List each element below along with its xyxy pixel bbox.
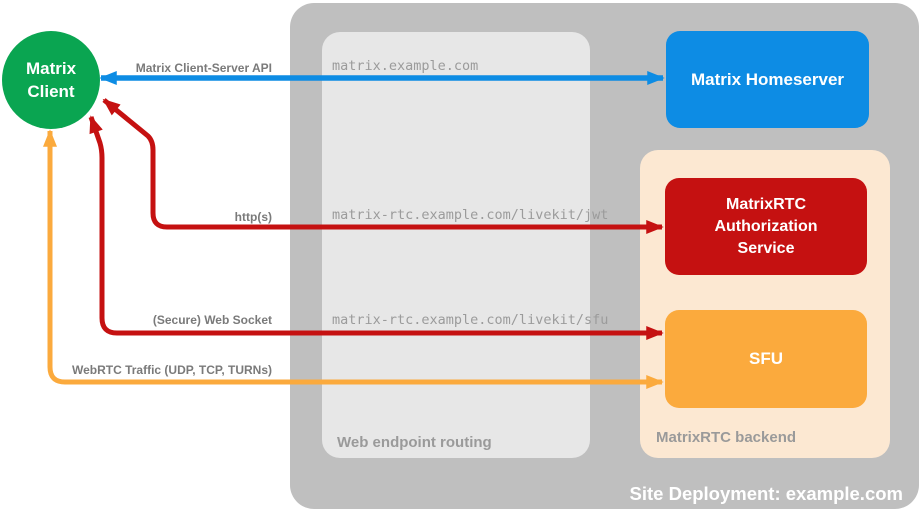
matrix-client-label: Matrix Client [25,59,77,101]
http-caption: http(s) [234,210,272,224]
web-endpoint-routing-caption: Web endpoint routing [337,434,492,451]
endpoint-matrix-example-com: matrix.example.com [332,58,479,74]
matrix-client-node: Matrix Client [2,31,100,129]
matrixrtc-authorization-service-node: MatrixRTC Authorization Service [665,178,867,275]
matrixrtc-backend-caption: MatrixRTC backend [656,429,797,446]
matrix-homeserver-label: Matrix Homeserver [690,69,845,89]
matrixrtc-authorization-service-label: MatrixRTC Authorization Service [714,195,818,257]
endpoint-livekit-jwt: matrix-rtc.example.com/livekit/jwt [332,207,609,223]
endpoint-livekit-sfu: matrix-rtc.example.com/livekit/sfu [332,312,609,328]
sfu-node: SFU [665,310,867,408]
site-deployment-caption: Site Deployment: example.com [629,483,903,504]
web-endpoint-routing-box [322,32,590,458]
webrtc-traffic-caption: WebRTC Traffic (UDP, TCP, TURNs) [71,363,272,377]
sfu-label: SFU [749,349,783,368]
matrix-homeserver-node: Matrix Homeserver [666,31,869,128]
websocket-caption: (Secure) Web Socket [152,313,272,327]
client-server-api-caption: Matrix Client-Server API [135,61,272,75]
